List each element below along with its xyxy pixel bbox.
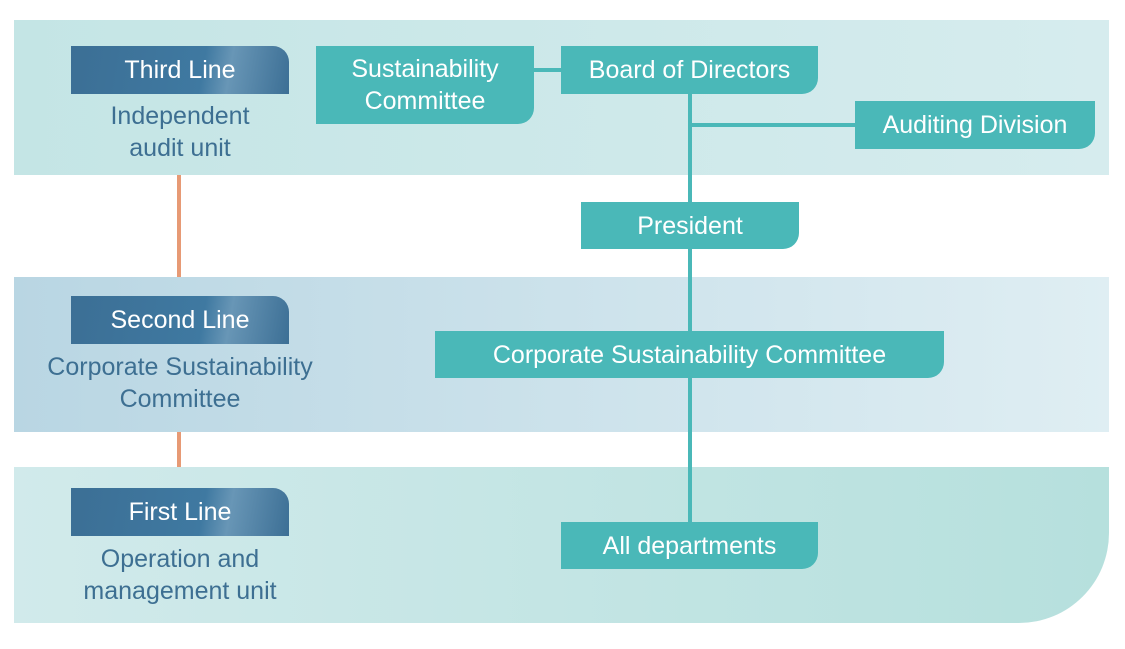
president-node: President bbox=[581, 202, 799, 249]
second-line-desc-2: Committee bbox=[119, 385, 241, 413]
corporate-sustainability-committee-node: Corporate Sustainability Committee bbox=[435, 331, 944, 378]
first-line-label: First Line bbox=[128, 497, 232, 526]
board-of-directors-label: Board of Directors bbox=[588, 56, 791, 84]
first-line-tag: First Line bbox=[71, 488, 289, 536]
third-line-tag: Third Line bbox=[71, 46, 289, 94]
main-vertical-connector bbox=[688, 94, 692, 528]
first-line-desc-1: Operation and bbox=[100, 545, 260, 573]
third-line-desc-1: Independent bbox=[110, 102, 250, 130]
third-line-label: Third Line bbox=[124, 55, 236, 84]
third-line-band bbox=[14, 20, 1109, 175]
line-connector-second-first bbox=[177, 432, 181, 467]
board-auditing-connector bbox=[690, 123, 857, 127]
third-line-desc-2: audit unit bbox=[129, 134, 231, 162]
board-of-directors-node: Board of Directors bbox=[561, 46, 818, 94]
sustainability-committee-node: Sustainability Committee bbox=[316, 46, 534, 124]
first-line-desc-2: management unit bbox=[83, 577, 277, 605]
all-departments-label: All departments bbox=[602, 531, 777, 560]
second-line-desc-1: Corporate Sustainability bbox=[47, 353, 313, 381]
first-line-description: Operation and management unit bbox=[40, 543, 320, 607]
auditing-division-label: Auditing Division bbox=[882, 111, 1068, 139]
all-departments-node: All departments bbox=[561, 522, 818, 569]
sustainability-committee-line-1: Sustainability bbox=[351, 55, 499, 83]
line-connector-third-second bbox=[177, 175, 181, 277]
sustainability-committee-line-2: Committee bbox=[364, 87, 486, 115]
second-line-description: Corporate Sustainability Committee bbox=[20, 351, 340, 415]
corporate-sustainability-committee-label: Corporate Sustainability Committee bbox=[492, 340, 887, 369]
president-label: President bbox=[637, 211, 743, 240]
auditing-division-node: Auditing Division bbox=[855, 101, 1095, 149]
second-line-label: Second Line bbox=[110, 305, 250, 334]
second-line-tag: Second Line bbox=[71, 296, 289, 344]
third-line-description: Independent audit unit bbox=[70, 100, 290, 164]
sustainability-board-connector bbox=[533, 68, 563, 72]
